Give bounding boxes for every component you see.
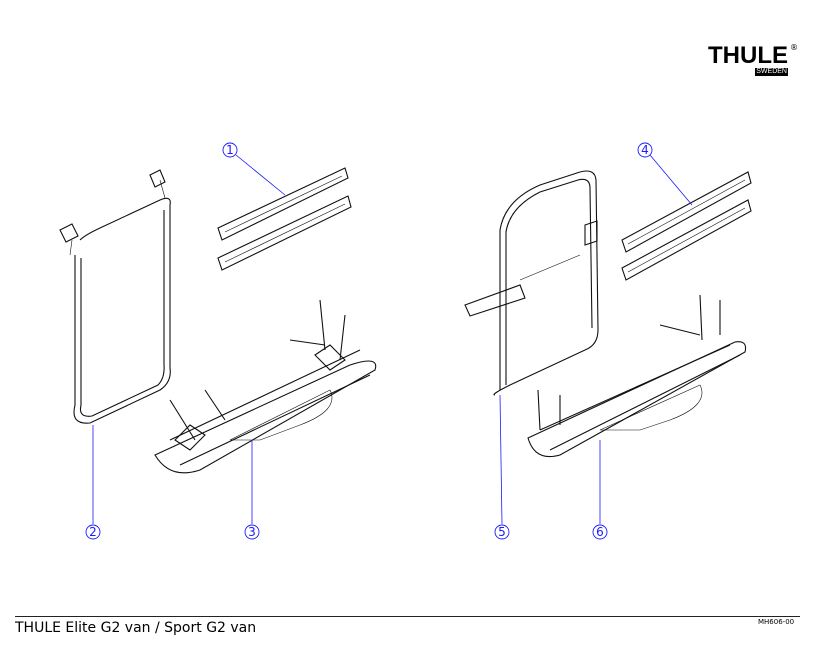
callout-3: 3 bbox=[244, 524, 260, 540]
callout-4-label: 4 bbox=[641, 143, 649, 157]
part-4-rails bbox=[621, 171, 752, 281]
part-5-frame bbox=[464, 170, 599, 396]
callout-2: 2 bbox=[85, 524, 101, 540]
callout-5: 5 bbox=[494, 524, 510, 540]
callout-1: 1 bbox=[222, 142, 238, 158]
callout-6-label: 6 bbox=[596, 525, 604, 539]
document-number: MH606-00 bbox=[758, 618, 795, 626]
callout-3-label: 3 bbox=[248, 525, 256, 539]
callout-5-label: 5 bbox=[498, 525, 506, 539]
part-6-platform bbox=[527, 294, 747, 458]
thule-logo: THULE ® SWEDEN bbox=[708, 44, 798, 76]
callout-6: 6 bbox=[592, 524, 608, 540]
logo-reg: ® bbox=[790, 43, 798, 52]
part-1-rails bbox=[217, 167, 352, 271]
callout-1-label: 1 bbox=[226, 143, 234, 157]
part-2-frame bbox=[59, 169, 171, 424]
logo-row: THULE ® bbox=[708, 44, 798, 68]
callout-2-label: 2 bbox=[89, 525, 97, 539]
logo-brand: THULE bbox=[708, 42, 788, 69]
callout-4: 4 bbox=[637, 142, 653, 158]
leader-lines bbox=[92, 154, 693, 525]
footer-divider bbox=[15, 616, 800, 617]
part-3-platform bbox=[154, 299, 377, 474]
document-title: THULE Elite G2 van / Sport G2 van bbox=[15, 620, 257, 636]
logo-sub: SWEDEN bbox=[755, 68, 788, 76]
